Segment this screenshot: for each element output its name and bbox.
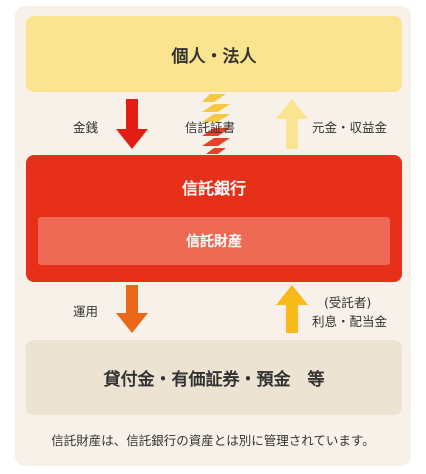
investment-assets-box: 貸付金・有価証券・預金 等 <box>26 340 402 415</box>
trust-property-box: 信託財産 <box>38 217 390 265</box>
trust-certificate-striped-icon <box>202 94 230 154</box>
investment-label: 運用 <box>73 304 99 319</box>
investment-assets-label: 貸付金・有価証券・預金 等 <box>103 370 325 390</box>
individual-corporate-label: 個人・法人 <box>171 46 257 67</box>
trust-bank-title: 信託銀行 <box>181 179 246 198</box>
money-down-arrow-icon <box>116 99 148 149</box>
trustee-label: (受託者) <box>324 295 372 310</box>
trust-property-label: 信託財産 <box>186 234 242 250</box>
trust-certificate-label: 信託証書 <box>185 120 236 135</box>
interest-dividend-up-arrow-icon <box>276 285 308 333</box>
money-label: 金銭 <box>73 120 99 135</box>
footnote: 信託財産は、信託銀行の資産とは別に管理されています。 <box>51 433 375 448</box>
investment-down-arrow-icon <box>116 285 148 333</box>
individual-corporate-box: 個人・法人 <box>26 16 402 92</box>
trust-bank-box: 信託銀行 信託財産 <box>26 155 402 282</box>
principal-return-label: 元金・収益金 <box>312 120 388 135</box>
interest-dividend-label: 利息・配当金 <box>312 314 388 329</box>
principal-return-up-arrow-icon <box>276 99 308 149</box>
